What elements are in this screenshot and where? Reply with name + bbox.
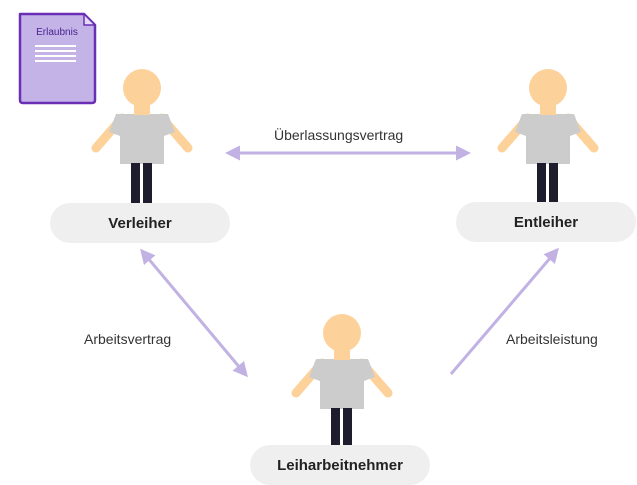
arrow-arbeitsleistung bbox=[449, 247, 559, 375]
arrow-arbeitsvertrag bbox=[140, 248, 248, 378]
permit-document-title: Erlaubnis bbox=[36, 27, 78, 38]
person-entleiher-icon bbox=[497, 69, 599, 203]
party-leiharbeitnehmer: Leiharbeitnehmer bbox=[250, 445, 430, 485]
person-verleiher-icon bbox=[91, 69, 193, 203]
label-arbeitsleistung: Arbeitsleistung bbox=[506, 331, 598, 347]
party-verleiher: Verleiher bbox=[50, 203, 230, 243]
party-entleiher: Entleiher bbox=[456, 202, 636, 242]
label-arbeitsvertrag: Arbeitsvertrag bbox=[84, 331, 172, 347]
permit-document-icon bbox=[18, 12, 97, 105]
label-ueberlassungsvertrag: Überlassungsvertrag bbox=[274, 127, 404, 143]
person-leiharbeitnehmer-icon bbox=[291, 314, 393, 448]
